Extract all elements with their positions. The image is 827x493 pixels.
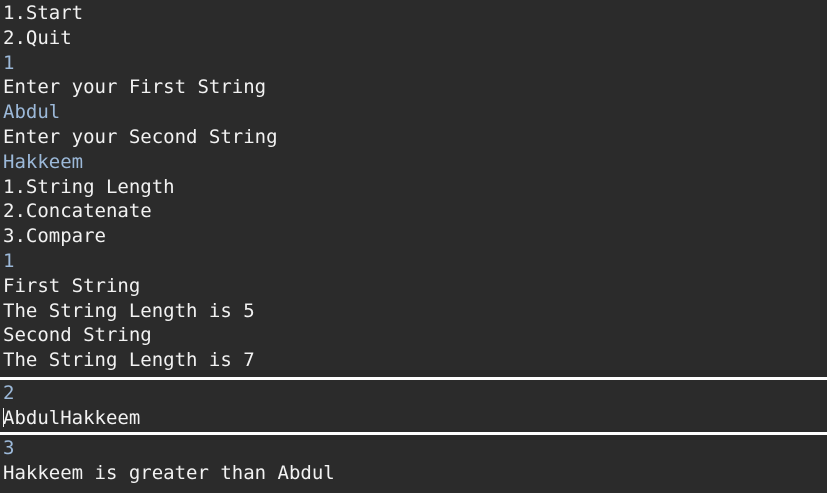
console-line: 2.Concatenate	[3, 200, 152, 223]
console-line: The String Length is 7	[3, 349, 255, 372]
console-input-line: 2	[3, 382, 15, 404]
console-line: Enter your First String	[3, 76, 267, 99]
console-input-line: 1	[3, 51, 15, 74]
console-input-line: 3	[3, 437, 15, 459]
console-line: 1.Start	[3, 2, 84, 24]
console-panel-3: 3 Hakkeem is greater than Abdul	[0, 435, 827, 493]
console-line: The String Length is 5	[3, 299, 255, 322]
console-input-line: 1	[3, 249, 15, 272]
console-panel-2: 2 AbdulHakkeem	[0, 380, 827, 432]
console-line: First String	[3, 274, 141, 297]
console-line[interactable]: AbdulHakkeem	[3, 406, 141, 429]
console-line: Hakkeem is greater than Abdul	[3, 461, 335, 484]
console-line: 3.Compare	[3, 225, 106, 248]
console-panel-1: 1.Start 2.Quit 1 Enter your First String…	[0, 0, 827, 377]
console-line: 2.Quit	[3, 26, 72, 49]
console-input-line: Hakkeem	[3, 150, 84, 173]
console-input-line: Abdul	[3, 101, 61, 124]
text-cursor	[3, 407, 4, 427]
console-line: 1.String Length	[3, 175, 175, 198]
console-line: Second String	[3, 324, 152, 347]
console-line: Enter your Second String	[3, 125, 278, 148]
